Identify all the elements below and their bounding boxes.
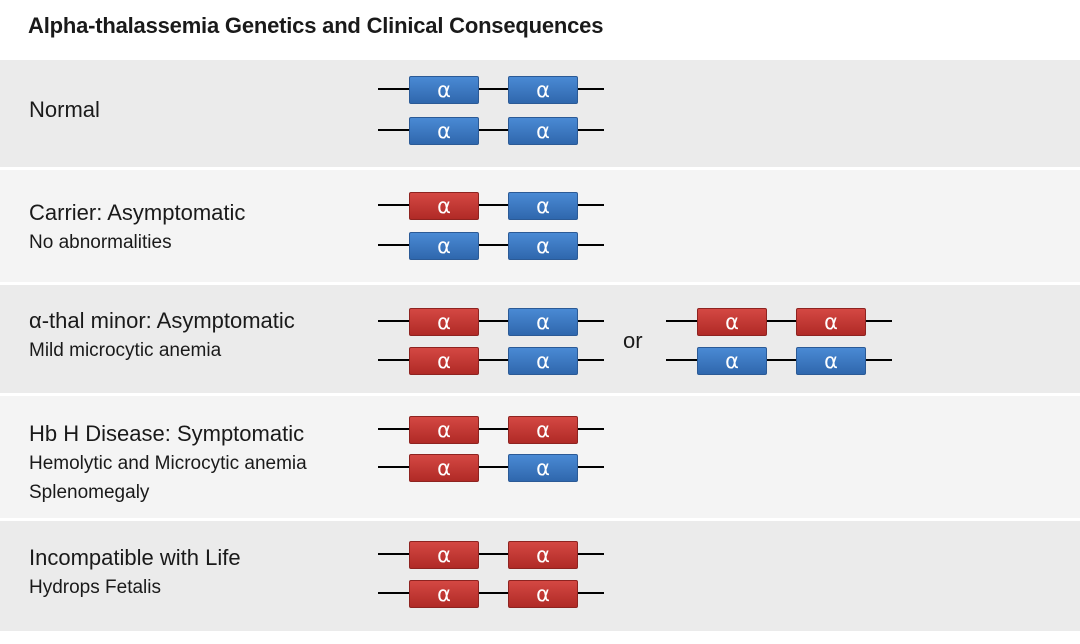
- chromosome-line: [378, 428, 604, 430]
- alpha-gene-deleted: α: [409, 192, 479, 220]
- clinical-note: Hydrops Fetalis: [29, 577, 161, 598]
- alpha-gene-normal: α: [409, 117, 479, 145]
- alpha-gene-normal: α: [508, 76, 578, 104]
- alpha-gene-deleted: α: [409, 416, 479, 444]
- alpha-gene-normal: α: [508, 192, 578, 220]
- or-label: or: [623, 328, 643, 353]
- genotype-label: α-thal minor: Asymptomatic: [29, 308, 295, 333]
- chromosome-line: [378, 320, 604, 322]
- alpha-gene-normal: α: [409, 232, 479, 260]
- genotype-label: Incompatible with Life: [29, 545, 241, 570]
- alpha-gene-normal: α: [697, 347, 767, 375]
- chromosome-line: [378, 553, 604, 555]
- alpha-gene-deleted: α: [796, 308, 866, 336]
- alpha-gene-deleted: α: [409, 541, 479, 569]
- chromosome-line: [378, 204, 604, 206]
- clinical-note: Splenomegaly: [29, 482, 150, 503]
- alpha-gene-deleted: α: [508, 541, 578, 569]
- alpha-gene-normal: α: [796, 347, 866, 375]
- alpha-gene-deleted: α: [697, 308, 767, 336]
- genotype-label: Hb H Disease: Symptomatic: [29, 421, 305, 446]
- chromosome-line: [378, 88, 604, 90]
- chromosome-line: [378, 466, 604, 468]
- chromosome-line: [378, 129, 604, 131]
- chromosome-line: [666, 320, 892, 322]
- alpha-gene-deleted: α: [508, 580, 578, 608]
- alpha-gene-normal: α: [508, 117, 578, 145]
- alpha-gene-normal: α: [508, 347, 578, 375]
- clinical-note: No abnormalities: [29, 232, 172, 253]
- alpha-gene-deleted: α: [508, 416, 578, 444]
- row-band: [0, 285, 1080, 393]
- chromosome-line: [378, 244, 604, 246]
- alpha-gene-deleted: α: [409, 580, 479, 608]
- alpha-gene-deleted: α: [409, 308, 479, 336]
- clinical-note: Hemolytic and Microcytic anemia: [29, 453, 307, 474]
- alpha-gene-normal: α: [508, 308, 578, 336]
- alpha-gene-deleted: α: [409, 347, 479, 375]
- alpha-gene-normal: α: [409, 76, 479, 104]
- alpha-gene-normal: α: [508, 454, 578, 482]
- page-title: Alpha-thalassemia Genetics and Clinical …: [28, 13, 604, 38]
- alpha-gene-normal: α: [508, 232, 578, 260]
- clinical-note: Mild microcytic anemia: [29, 340, 222, 361]
- chromosome-line: [378, 359, 604, 361]
- row-band: [0, 521, 1080, 631]
- row-band: [0, 170, 1080, 282]
- genotype-label: Carrier: Asymptomatic: [29, 200, 246, 225]
- genotype-label: Normal: [29, 97, 100, 122]
- alpha-gene-deleted: α: [409, 454, 479, 482]
- chromosome-line: [666, 359, 892, 361]
- chromosome-line: [378, 592, 604, 594]
